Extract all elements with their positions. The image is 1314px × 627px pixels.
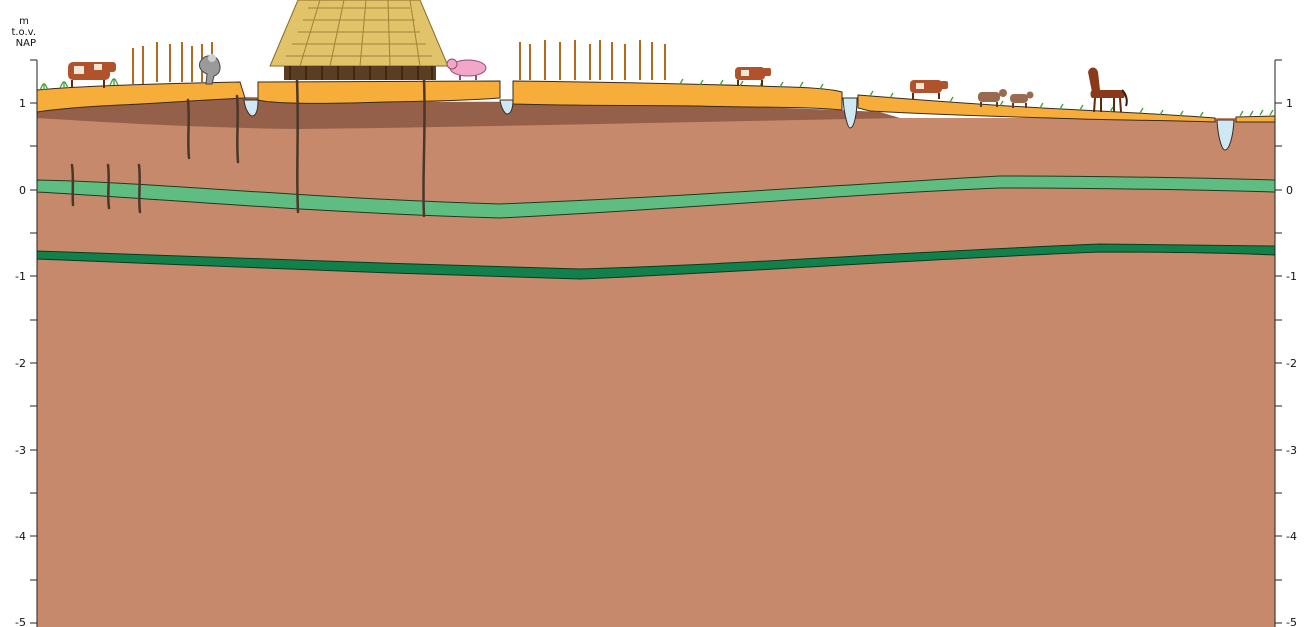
ditch-water-1: [243, 99, 259, 117]
right-tick-m3: -3: [1286, 444, 1297, 457]
left-tick-m3: -3: [15, 444, 26, 457]
axis-unit-line2: t.o.v.: [11, 27, 36, 38]
right-tick-0: 0: [1286, 184, 1293, 197]
posts-group: [70, 78, 426, 218]
right-tick-labels: 1 0 -1 -2 -3 -4 -5: [1286, 97, 1297, 627]
post-icon: [106, 163, 111, 210]
farmer-icon: [199, 54, 221, 85]
right-tick-1: 1: [1286, 97, 1293, 110]
axis-unit-label: m t.o.v. NAP: [2, 16, 36, 49]
ditch-water-3: [842, 97, 858, 129]
grass-icon: [1239, 109, 1274, 117]
left-tick-m4: -4: [15, 530, 26, 543]
post-icon: [70, 163, 75, 207]
post-icon: [186, 98, 191, 160]
ditch-water-4: [1216, 119, 1235, 151]
wheat-group-right: [519, 40, 666, 80]
left-tick-1: 1: [19, 97, 26, 110]
cow-icon: [735, 67, 771, 86]
grass-icon: [869, 90, 1204, 118]
deep-soil-layer: [37, 118, 1275, 627]
cow-icon: [910, 80, 948, 99]
right-tick-m2: -2: [1286, 357, 1297, 370]
ditch-water-2: [499, 99, 514, 115]
left-axis: [30, 59, 38, 627]
left-tick-0: 0: [19, 184, 26, 197]
sheep-icon: [978, 89, 1007, 107]
topsoil-house-mound: [257, 80, 501, 104]
topsoil-right-field: [857, 94, 1216, 123]
pig-icon: [446, 58, 487, 80]
wheat-icon: [519, 40, 666, 80]
grass-icon: [39, 78, 119, 91]
sheep-icon: [1010, 91, 1034, 108]
right-tick-m5: -5: [1286, 616, 1297, 627]
topsoil-middle-field: [512, 80, 843, 111]
axis-unit-line1: m: [19, 16, 29, 27]
farmhouse-icon: [269, 0, 449, 80]
cow-icon: [68, 62, 116, 88]
left-tick-labels: 1 0 -1 -2 -3 -4 -5: [15, 97, 26, 627]
post-icon: [295, 78, 300, 214]
left-tick-m2: -2: [15, 357, 26, 370]
topsoil-far-right: [1235, 115, 1276, 123]
topsoil-layer: [36, 81, 246, 113]
right-axis: [1274, 59, 1282, 627]
post-icon: [422, 78, 426, 218]
post-icon: [235, 94, 240, 164]
left-tick-m1: -1: [15, 270, 26, 283]
left-tick-m5: -5: [15, 616, 26, 627]
post-icon: [137, 163, 142, 214]
right-tick-m4: -4: [1286, 530, 1297, 543]
horse-icon: [1088, 67, 1128, 113]
grass-group: [39, 78, 1274, 118]
axis-unit-line3: NAP: [15, 38, 36, 49]
right-tick-m1: -1: [1286, 270, 1297, 283]
